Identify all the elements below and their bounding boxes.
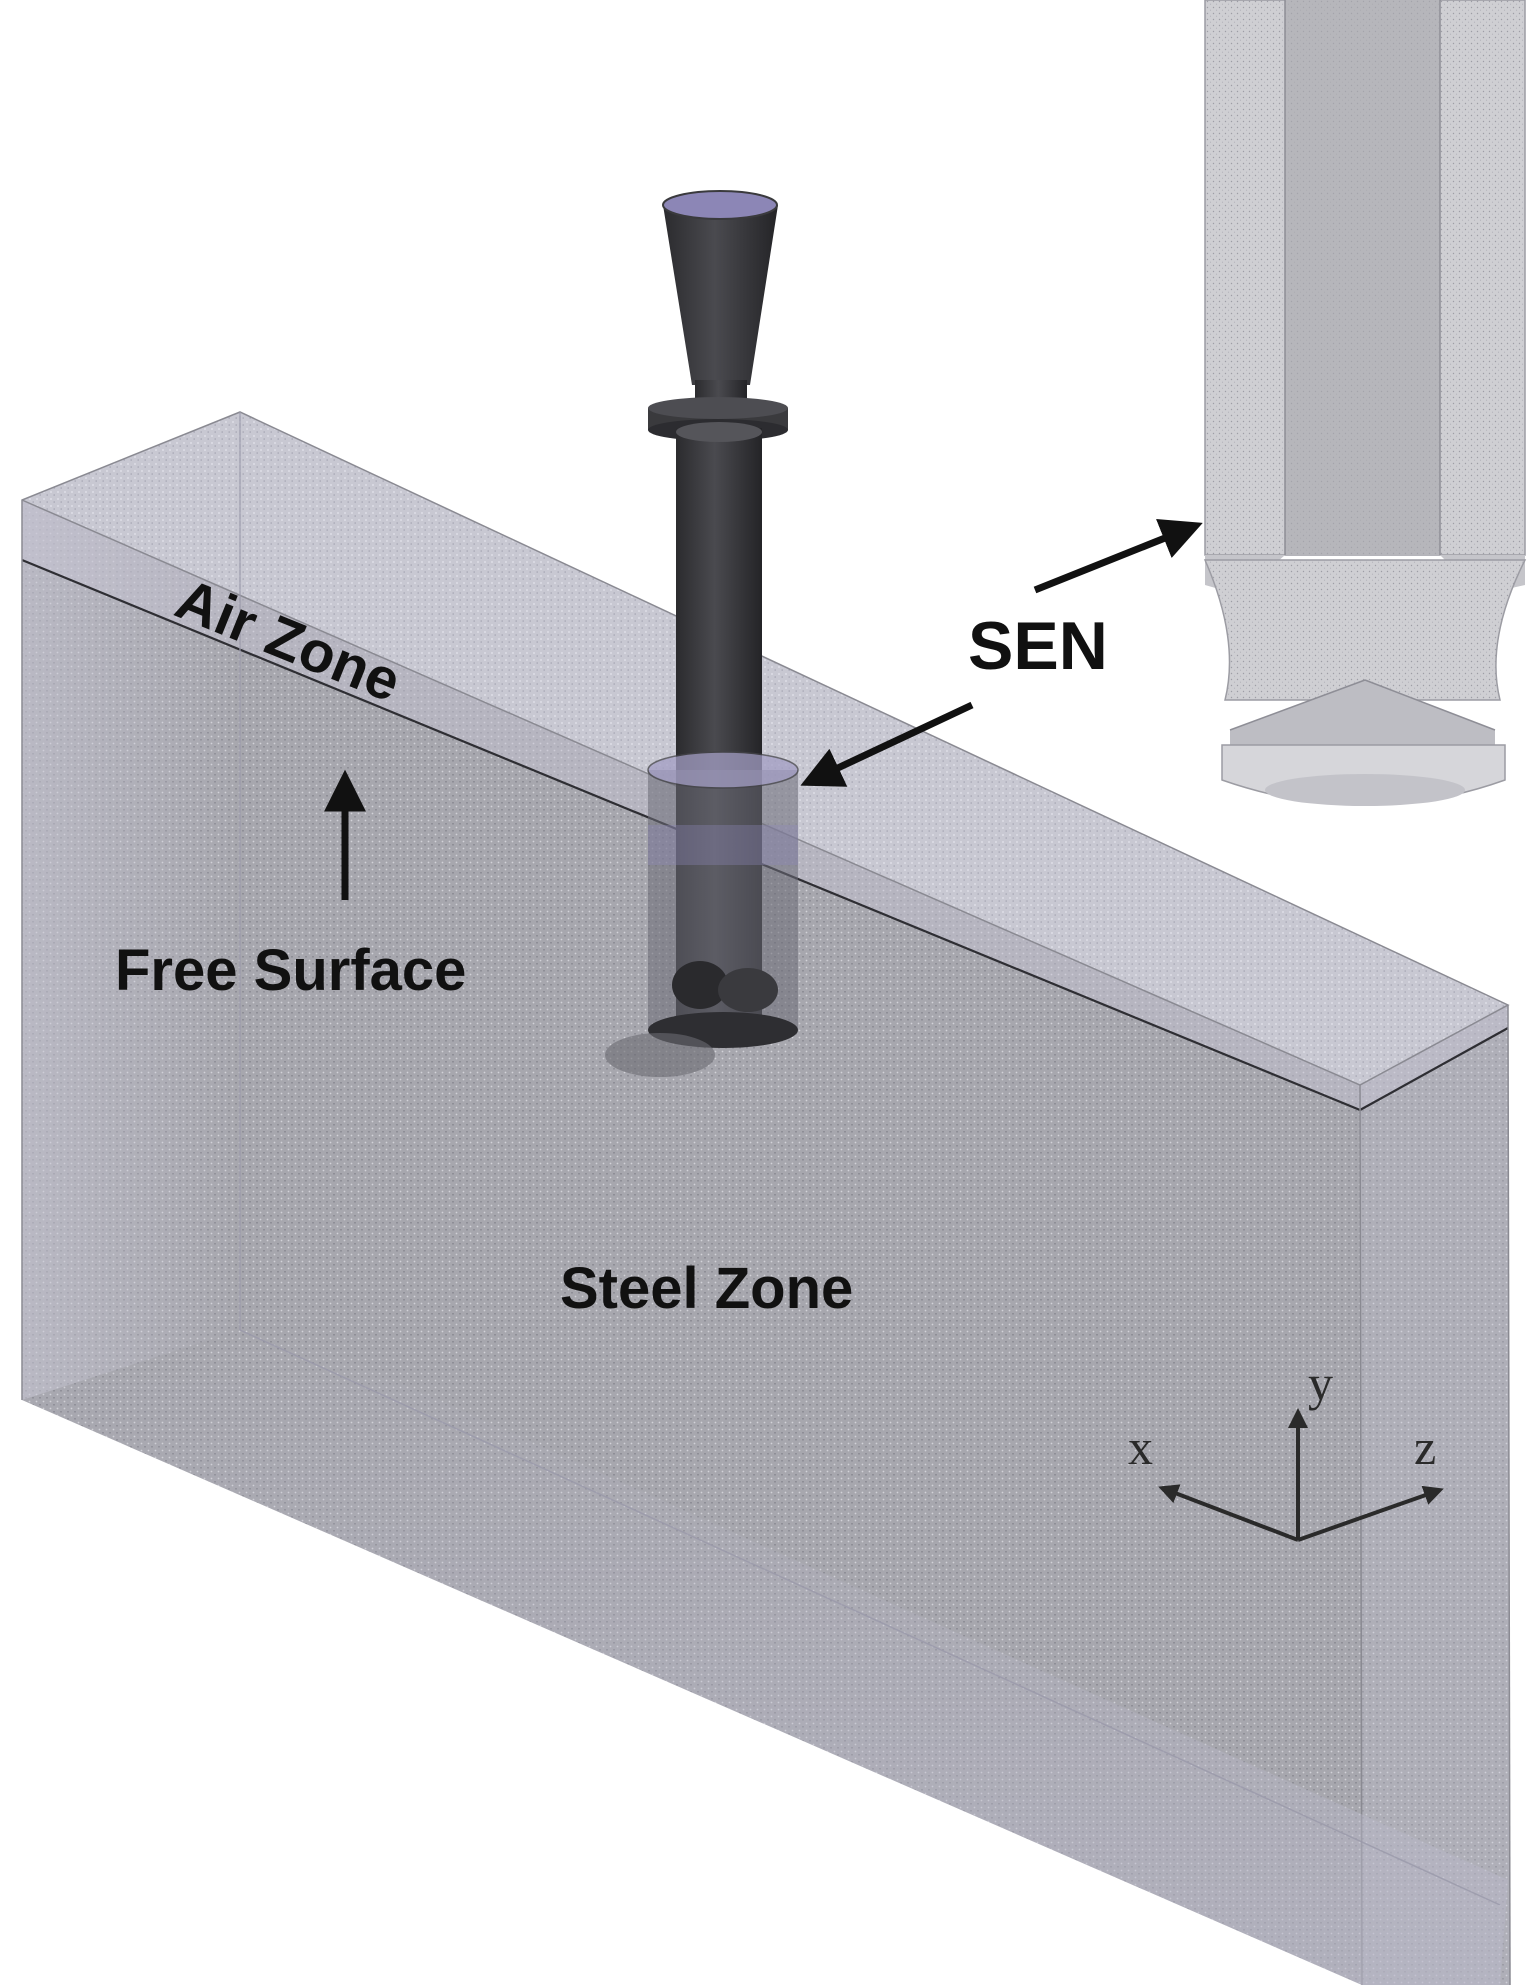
y-axis-label: y [1308,1358,1333,1408]
free-surface-label: Free Surface [115,942,466,1000]
steel-zone-label: Steel Zone [560,1260,853,1318]
z-axis-label: z [1414,1422,1436,1472]
sen-label: SEN [968,612,1108,680]
sen-inset [1188,0,1540,830]
x-axis-label: x [1128,1422,1153,1472]
sen-arrow-inset [1035,526,1195,590]
